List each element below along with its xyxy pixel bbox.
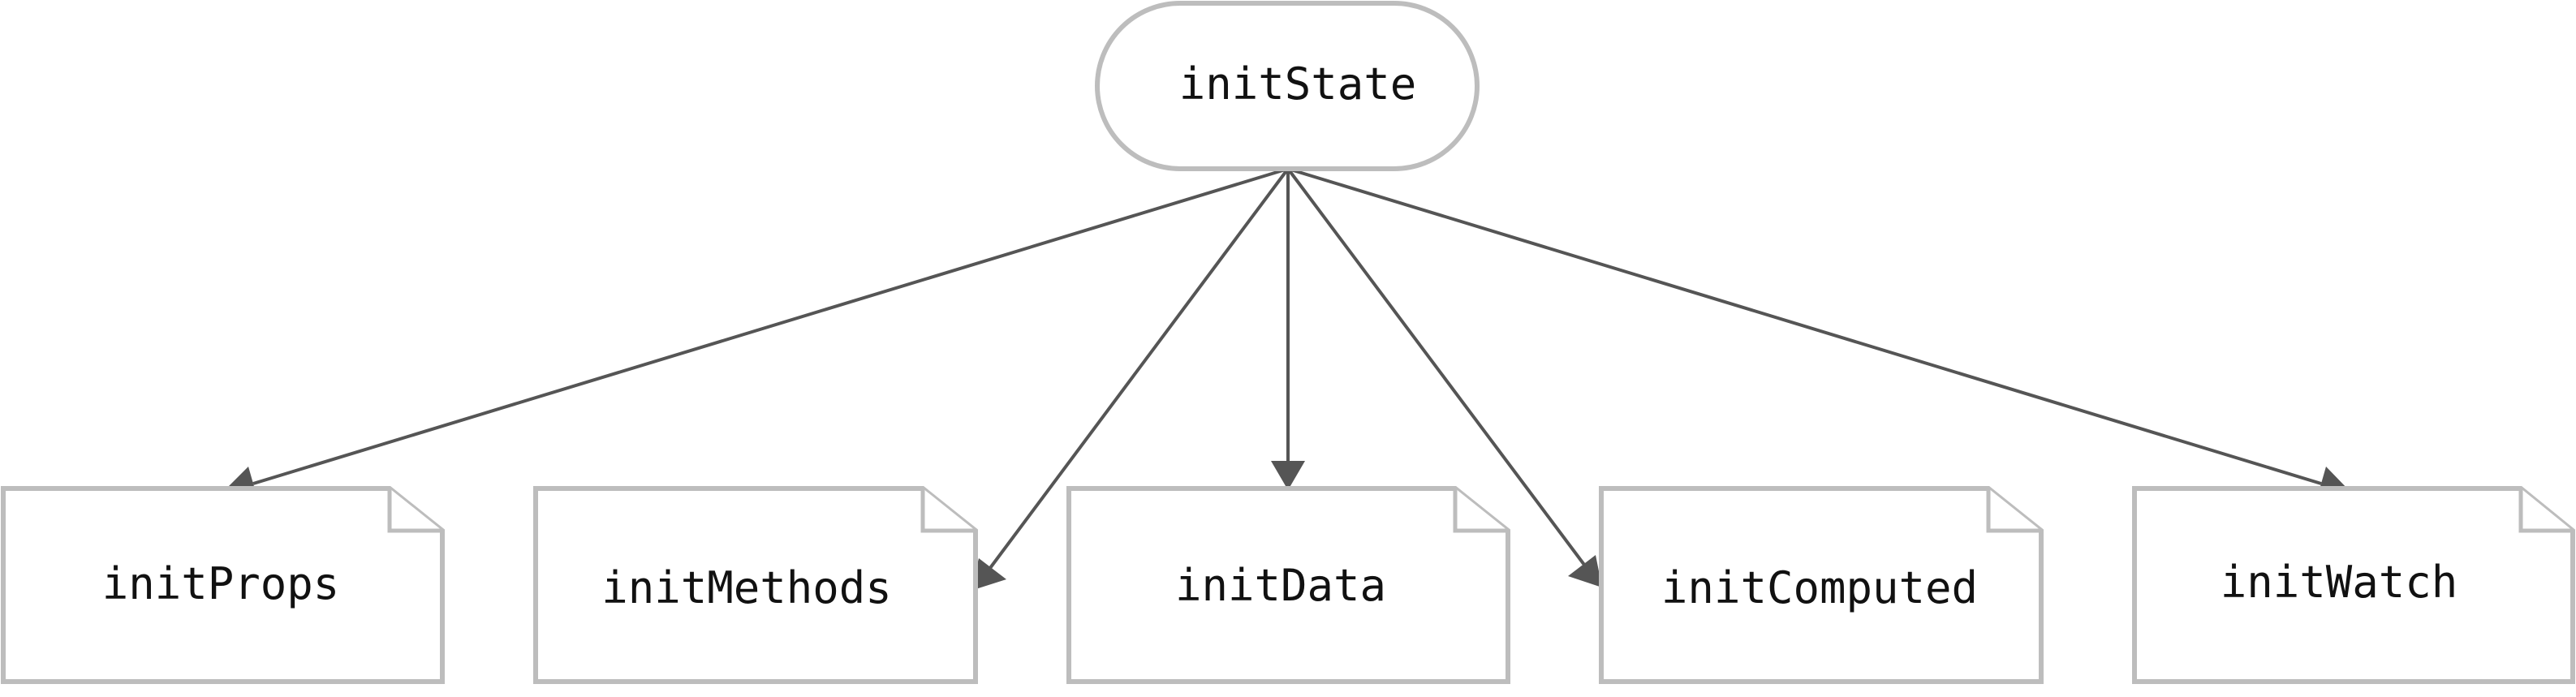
edge-to-initmethods [971, 167, 1290, 591]
child-node-label: initWatch [2221, 557, 2458, 608]
child-node-label: initMethods [601, 562, 892, 613]
edge-to-initwatch [1287, 167, 2350, 501]
child-node-label: initProps [102, 558, 340, 609]
root-node-label: initState [1179, 58, 1417, 110]
child-node-label: initData [1175, 560, 1386, 611]
root-node[interactable]: initState [1095, 1, 1480, 171]
child-node-initwatch[interactable]: initWatch [2132, 486, 2575, 684]
child-node-initprops[interactable]: initProps [1, 486, 445, 684]
child-node-initdata[interactable]: initData [1066, 486, 1510, 684]
child-node-label: initComputed [1661, 562, 1978, 613]
child-node-initcomputed[interactable]: initComputed [1599, 486, 2044, 684]
edge-to-initprops [223, 167, 1289, 501]
edge-to-initdata [1271, 169, 1305, 490]
edge-to-initcomputed [1286, 167, 1602, 587]
child-node-initmethods[interactable]: initMethods [533, 486, 978, 684]
